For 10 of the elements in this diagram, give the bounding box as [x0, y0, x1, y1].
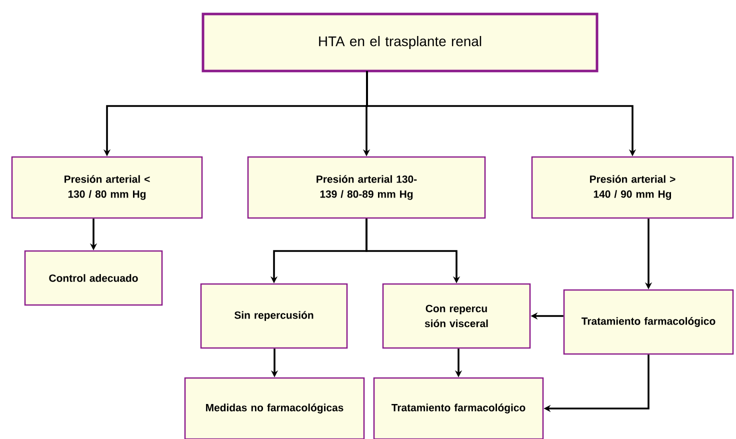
- process-box: Con repercu sión visceral: [382, 283, 531, 349]
- process-box: Tratamiento farmacológico: [373, 377, 544, 439]
- process-box: Presión arterial > 140 / 90 mm Hg: [531, 156, 734, 219]
- process-box: Presión arterial < 130 / 80 mm Hg: [11, 156, 203, 219]
- process-box: Sin repercusión: [200, 283, 348, 349]
- process-box: Tratamiento farmacológico: [563, 289, 734, 355]
- process-box: Control adecuado: [24, 250, 163, 306]
- process-box: Presión arterial 130-139 / 80-89 mm Hg: [247, 156, 486, 219]
- title-box: HTA en el trasplante renal: [202, 12, 598, 72]
- process-box: Medidas no farmacológicas: [184, 377, 365, 439]
